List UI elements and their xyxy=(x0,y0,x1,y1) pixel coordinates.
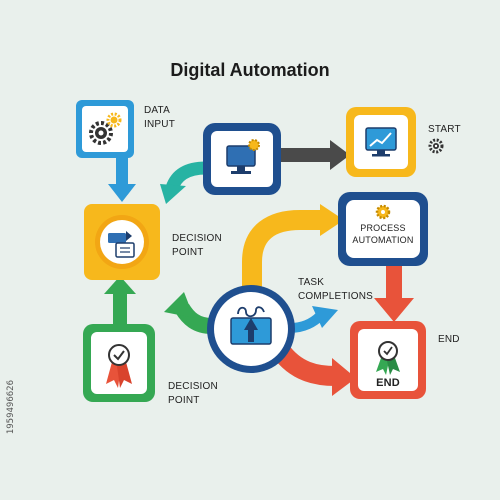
end-box xyxy=(350,321,426,399)
gear-icon xyxy=(89,112,122,145)
decision-point-label-2: DECISION POINT xyxy=(168,380,218,408)
end-label-outside: END xyxy=(438,334,460,345)
start-box xyxy=(346,107,416,177)
start-label: START xyxy=(428,124,461,135)
decision-point-1-line-1: DECISION xyxy=(172,233,222,244)
arrow-process-to-end xyxy=(374,262,414,322)
arrow-decision2-to-decision1 xyxy=(104,276,136,326)
arrow-hub-to-decision xyxy=(164,292,213,334)
arrow-monitor-to-start xyxy=(280,140,350,170)
end-label-inside: END xyxy=(376,377,400,389)
process-gear-icon xyxy=(375,204,391,220)
arrow-hub-to-task xyxy=(289,306,338,333)
automation-hub xyxy=(207,285,295,373)
document-transfer-icon xyxy=(108,231,135,258)
monitor-gear-icon xyxy=(226,139,260,174)
monitor-box xyxy=(203,123,281,195)
small-gear-icon xyxy=(428,138,444,154)
automation-hub-icon xyxy=(230,306,272,345)
decision-point-label-1: DECISION POINT xyxy=(172,232,222,260)
process-automation-line-1: PROCESS xyxy=(360,223,406,233)
arrow-data-input-to-decision xyxy=(108,150,136,202)
process-automation-line-2: AUTOMATION xyxy=(352,235,414,245)
task-completions-label: TASK COMPLETIONS xyxy=(298,276,373,304)
task-completions-line-2: COMPLETIONS xyxy=(298,291,373,302)
process-automation-box xyxy=(338,192,428,266)
arrow-hub-to-end xyxy=(271,343,356,396)
diagram-title: Digital Automation xyxy=(170,60,330,80)
data-input-box xyxy=(76,100,134,158)
award-ribbon-icon xyxy=(106,344,132,388)
arrow-monitor-to-decision xyxy=(160,161,207,204)
decision-point-2-line-1: DECISION xyxy=(168,381,218,392)
process-automation-label: PROCESS AUTOMATION xyxy=(346,222,420,246)
badge-ribbon-icon xyxy=(376,341,400,375)
data-input-label-line-2: INPUT xyxy=(144,119,175,130)
data-input-label: DATA INPUT xyxy=(144,104,175,132)
decision-point-1-line-2: POINT xyxy=(172,247,204,258)
decision-point-box-2 xyxy=(83,324,155,402)
data-input-label-line-1: DATA xyxy=(144,105,170,116)
chart-monitor-icon xyxy=(365,127,397,157)
decision-point-box-1 xyxy=(84,204,160,280)
arrow-hub-to-process xyxy=(242,204,344,296)
stock-id-watermark: 1959496626 xyxy=(6,380,16,435)
decision-point-2-line-2: POINT xyxy=(168,395,200,406)
task-completions-line-1: TASK xyxy=(298,277,325,288)
